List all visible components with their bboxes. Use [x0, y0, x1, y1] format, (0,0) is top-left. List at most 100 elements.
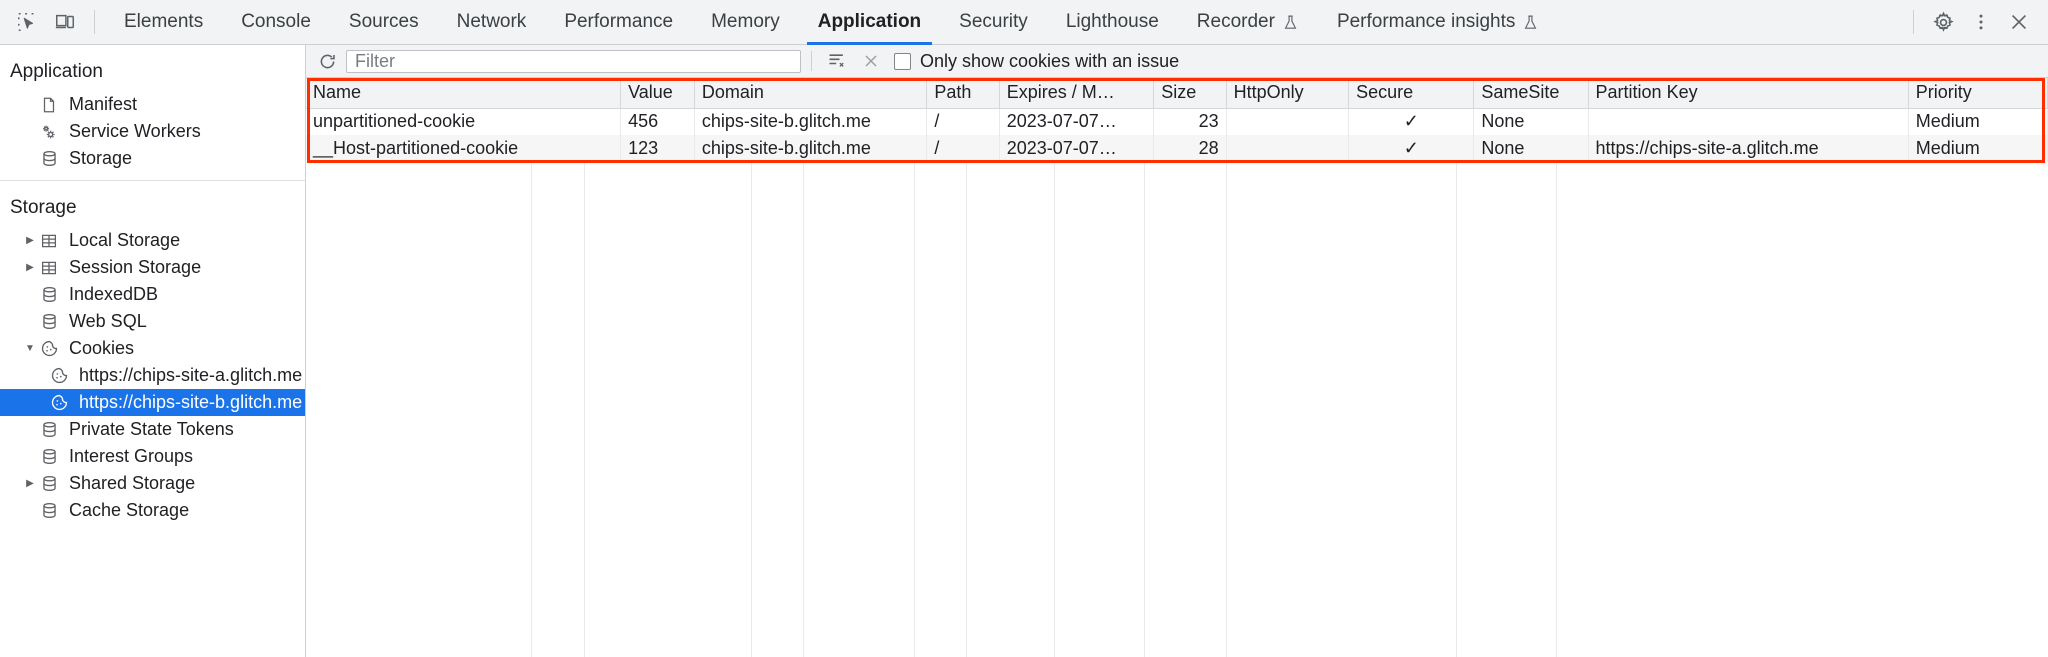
table-row[interactable]: __Host-partitioned-cookie 123 chips-site… [306, 135, 2048, 162]
database-icon [38, 419, 60, 441]
sidebar-item-manifest[interactable]: ▶ Manifest [0, 91, 305, 118]
tab-recorder[interactable]: Recorder [1178, 0, 1318, 45]
application-sidebar: Application ▶ Manifest ▶ [0, 45, 306, 657]
disclosure-triangle-collapsed-icon[interactable]: ▶ [26, 478, 34, 489]
tab-application[interactable]: Application [799, 0, 940, 45]
sidebar-item-web-sql[interactable]: ▶ Web SQL [0, 308, 305, 335]
tab-label: Console [241, 11, 311, 32]
toolbar-divider [1913, 10, 1914, 34]
tab-label: Performance insights [1336, 11, 1516, 32]
sidebar-item-local-storage[interactable]: ▶ Local Storage [0, 227, 305, 254]
only-show-issues-checkbox[interactable]: Only show cookies with an issue [894, 51, 1179, 72]
device-toolbar-icon[interactable] [46, 4, 84, 40]
sidebar-item-storage[interactable]: ▶ Storage [0, 145, 305, 172]
cell-value: 123 [620, 135, 695, 162]
cell-path: / [926, 135, 1000, 162]
column-header-size[interactable]: Size [1153, 78, 1227, 109]
sidebar-item-session-storage[interactable]: ▶ Session Storage [0, 254, 305, 281]
search-input[interactable] [346, 49, 801, 73]
tab-performance[interactable]: Performance [545, 0, 692, 45]
cell-httponly [1226, 135, 1350, 162]
sidebar-item-service-workers[interactable]: ▶ Service Workers [0, 118, 305, 145]
tab-lighthouse[interactable]: Lighthouse [1047, 0, 1178, 45]
clear-all-icon[interactable] [856, 48, 886, 74]
column-header-path[interactable]: Path [926, 78, 1000, 109]
tab-label: Elements [124, 11, 204, 32]
column-header-partition-key[interactable]: Partition Key [1588, 78, 1909, 109]
cell-name: unpartitioned-cookie [306, 108, 622, 135]
cell-size: 28 [1153, 135, 1227, 162]
tab-elements[interactable]: Elements [105, 0, 222, 45]
sidebar-item-label: Manifest [69, 94, 138, 114]
disclosure-triangle-collapsed-icon[interactable]: ▶ [26, 235, 34, 246]
grid-column-rules [306, 163, 2048, 657]
sidebar-item-label: https://chips-site-b.glitch.me [79, 392, 303, 412]
sidebar-section-title-application: Application [10, 61, 103, 82]
cookies-filter-toolbar: Only show cookies with an issue [306, 45, 2048, 78]
sidebar-item-label: Interest Groups [69, 446, 194, 466]
gears-icon [38, 121, 60, 143]
column-header-domain[interactable]: Domain [694, 78, 928, 109]
cell-priority: Medium [1908, 108, 2048, 135]
column-header-secure[interactable]: Secure [1348, 78, 1475, 109]
tab-label: Network [456, 11, 527, 32]
sidebar-item-interest-groups[interactable]: ▶ Interest Groups [0, 443, 305, 470]
sidebar-item-label: IndexedDB [69, 284, 159, 304]
disclosure-triangle-expanded-icon[interactable]: ▼ [25, 343, 35, 354]
close-icon[interactable] [2000, 4, 2038, 40]
cookies-table: Name Value Domain Path Expires / M… Size… [306, 78, 2048, 162]
sidebar-item-label: Cookies [69, 338, 135, 358]
sidebar-item-label: Local Storage [69, 230, 181, 250]
cell-priority: Medium [1908, 135, 2048, 162]
cell-name: __Host-partitioned-cookie [306, 135, 622, 162]
cell-domain: chips-site-b.glitch.me [694, 108, 928, 135]
sidebar-section-application: Application ▶ Manifest ▶ [0, 45, 305, 181]
column-header-name[interactable]: Name [306, 78, 622, 109]
sidebar-item-shared-storage[interactable]: ▶ Shared Storage [0, 470, 305, 497]
tab-network[interactable]: Network [438, 0, 546, 45]
kebab-menu-icon[interactable] [1962, 4, 2000, 40]
column-header-expires[interactable]: Expires / M… [999, 78, 1155, 109]
sidebar-item-label: Storage [69, 148, 133, 168]
sidebar-item-private-state-tokens[interactable]: ▶ Private State Tokens [0, 416, 305, 443]
cookie-icon [38, 338, 60, 360]
database-icon [38, 148, 60, 170]
sidebar-item-label: Session Storage [69, 257, 202, 277]
tab-security[interactable]: Security [940, 0, 1047, 45]
tab-console[interactable]: Console [222, 0, 330, 45]
tab-memory[interactable]: Memory [692, 0, 799, 45]
clear-filters-icon[interactable] [822, 48, 852, 74]
tab-performance-insights[interactable]: Performance insights [1318, 0, 1558, 45]
table-header: Name Value Domain Path Expires / M… Size… [306, 78, 2048, 109]
cell-partition-key [1588, 108, 1909, 135]
cell-samesite: None [1473, 108, 1589, 135]
document-icon [38, 94, 60, 116]
sidebar-item-cookies-site-b[interactable]: https://chips-site-b.glitch.me [0, 389, 305, 416]
tab-sources[interactable]: Sources [330, 0, 438, 45]
sidebar-item-cache-storage[interactable]: ▶ Cache Storage [0, 497, 305, 524]
disclosure-triangle-collapsed-icon[interactable]: ▶ [26, 262, 34, 273]
sidebar-section-storage: Storage ▶ Local Storage ▶ Session Storag… [0, 181, 305, 524]
table-icon [38, 230, 60, 252]
database-icon [38, 500, 60, 522]
cell-size: 23 [1153, 108, 1227, 135]
sidebar-item-cookies[interactable]: ▼ Cookies [0, 335, 305, 362]
cookie-icon [48, 365, 70, 387]
database-icon [38, 473, 60, 495]
gear-icon[interactable] [1924, 4, 1962, 40]
tab-label: Sources [348, 11, 419, 32]
sidebar-item-indexeddb[interactable]: ▶ IndexedDB [0, 281, 305, 308]
sidebar-item-cookies-site-a[interactable]: https://chips-site-a.glitch.me [0, 362, 305, 389]
table-row[interactable]: unpartitioned-cookie 456 chips-site-b.gl… [306, 108, 2048, 135]
column-header-samesite[interactable]: SameSite [1473, 78, 1589, 109]
sidebar-item-label: Web SQL [69, 311, 147, 331]
column-header-value[interactable]: Value [620, 78, 695, 109]
cell-samesite: None [1473, 135, 1589, 162]
refresh-icon[interactable] [312, 48, 342, 74]
checkbox-box[interactable] [894, 52, 911, 70]
sidebar-item-label: https://chips-site-a.glitch.me [79, 365, 303, 385]
inspect-element-icon[interactable] [8, 4, 46, 40]
column-header-priority[interactable]: Priority [1908, 78, 2048, 109]
column-header-httponly[interactable]: HttpOnly [1226, 78, 1350, 109]
